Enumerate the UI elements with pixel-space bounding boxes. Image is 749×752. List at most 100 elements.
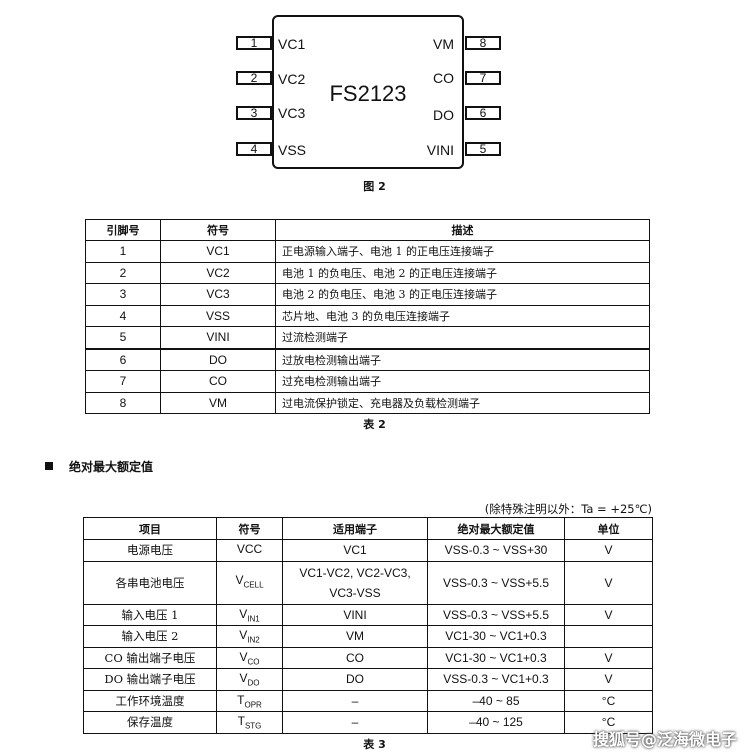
table-2-caption: 表 2	[363, 418, 386, 431]
item-name: 各串电池电压	[83, 560, 217, 605]
item-name: 电源电压	[83, 539, 217, 562]
header-terminal: 适用端子	[282, 517, 428, 540]
pin-3-symbol: VC3	[278, 105, 306, 121]
pin-symbol: VM	[160, 391, 276, 414]
header-item: 项目	[83, 517, 217, 540]
pin-symbol: DO	[160, 347, 276, 371]
pin-7-box: 7	[465, 71, 501, 85]
pin-symbol: VINI	[160, 326, 276, 349]
item-symbol: VIN2	[216, 625, 283, 648]
item-terminal: CO	[282, 646, 428, 669]
pin-2-symbol: VC2	[278, 71, 306, 87]
item-symbol: VCELL	[216, 560, 283, 605]
pin-symbol: VSS	[160, 304, 276, 327]
table-note: (除特殊注明以外：Ta = +25℃)	[484, 502, 652, 516]
table-row: DO 输出端子电压 VDO DO VSS-0.3 ~ VC1+0.3 V	[83, 668, 653, 691]
pin-7-symbol: CO	[433, 70, 454, 86]
item-unit: V	[564, 539, 653, 562]
item-terminal: –	[282, 711, 428, 734]
header-pin-number: 引脚号	[85, 219, 161, 241]
item-terminal: VC1-VC2, VC2-VC3, VC3-VSS	[282, 560, 428, 605]
table-row: CO 输出端子电压 VCO CO VC1-30 ~ VC1+0.3 V	[83, 646, 653, 669]
pin-number: 8	[85, 391, 161, 414]
pin-5-box: 5	[465, 142, 501, 156]
pin-number: 2	[85, 261, 161, 284]
pin-symbol: VC1	[160, 240, 276, 263]
table-row: 工作环境温度 TOPR – –40 ~ 85 °C	[83, 689, 653, 712]
pin-number: 1	[85, 240, 161, 263]
table-row: 电源电压 VCC VC1 VSS-0.3 ~ VSS+30 V	[83, 539, 653, 562]
pin-number: 7	[85, 370, 161, 393]
header-unit: 单位	[564, 517, 653, 540]
item-unit: °C	[564, 711, 653, 734]
table-row: 保存温度 TSTG – –40 ~ 125 °C	[83, 711, 653, 734]
header-description: 描述	[275, 219, 650, 241]
absolute-max-ratings-table: 项目 符号 适用端子 绝对最大额定值 单位 电源电压 VCC VC1 VSS-0…	[83, 517, 653, 734]
pin-symbol: VC2	[160, 261, 276, 284]
item-name: 输入电压 1	[83, 603, 217, 626]
item-name: 工作环境温度	[83, 689, 217, 712]
pin-8-symbol: VM	[433, 36, 454, 52]
item-unit: V	[564, 668, 653, 691]
pin-6-symbol: DO	[433, 107, 454, 123]
pin-description: 芯片地、电池 3 的负电压连接端子	[275, 304, 650, 327]
pin-number: 5	[85, 326, 161, 349]
pin-number: 6	[85, 347, 161, 371]
item-terminal: –	[282, 689, 428, 712]
item-name: 输入电压 2	[83, 625, 217, 648]
item-symbol: VCC	[216, 539, 283, 562]
header-symbol: 符号	[216, 517, 283, 540]
item-terminal: VM	[282, 625, 428, 648]
bullet-square-icon	[45, 462, 53, 470]
pin-5-symbol: VINI	[426, 142, 454, 158]
item-symbol: TOPR	[216, 689, 283, 712]
pin-symbol: CO	[160, 370, 276, 393]
item-name: DO 输出端子电压	[83, 668, 217, 691]
figure-caption: 图 2	[363, 180, 386, 193]
chip-name: FS2123	[329, 81, 407, 106]
item-rating: VC1-30 ~ VC1+0.3	[427, 625, 565, 648]
table-header-row: 引脚号 符号 描述	[85, 219, 650, 241]
pin-description: 过流检测端子	[275, 326, 650, 349]
pin-8-box: 8	[465, 36, 501, 50]
section-heading: 绝对最大额定值	[45, 458, 153, 475]
item-unit: V	[564, 646, 653, 669]
table-header-row: 项目 符号 适用端子 绝对最大额定值 单位	[83, 517, 653, 540]
pin-description: 电池 2 的负电压、电池 3 的正电压连接端子	[275, 283, 650, 306]
pin-4-box: 4	[236, 142, 272, 156]
pin-2-box: 2	[236, 71, 272, 85]
item-unit: V	[564, 603, 653, 626]
item-symbol: VIN1	[216, 603, 283, 626]
item-rating: –40 ~ 85	[427, 689, 565, 712]
table-row: 输入电压 2 VIN2 VM VC1-30 ~ VC1+0.3	[83, 625, 653, 648]
pin-3-box: 3	[236, 106, 272, 120]
item-rating: VC1-30 ~ VC1+0.3	[427, 646, 565, 669]
header-symbol: 符号	[160, 219, 276, 241]
pin-description: 正电源输入端子、电池 1 的正电压连接端子	[275, 240, 650, 263]
table-row: 各串电池电压 VCELL VC1-VC2, VC2-VC3, VC3-VSS V…	[83, 560, 653, 605]
item-symbol: VDO	[216, 668, 283, 691]
pin-6-box: 6	[465, 106, 501, 120]
item-symbol: VCO	[216, 646, 283, 669]
pin-number: 4	[85, 304, 161, 327]
item-unit: V	[564, 560, 653, 605]
item-unit: °C	[564, 689, 653, 712]
pin-number: 3	[85, 283, 161, 306]
pin-description: 过放电检测输出端子	[275, 347, 650, 371]
item-terminal: DO	[282, 668, 428, 691]
item-rating: VSS-0.3 ~ VSS+5.5	[427, 603, 565, 626]
table-row: 输入电压 1 VIN1 VINI VSS-0.3 ~ VSS+5.5 V	[83, 603, 653, 626]
item-rating: –40 ~ 125	[427, 711, 565, 734]
item-unit	[564, 625, 653, 648]
item-rating: VSS-0.3 ~ VC1+0.3	[427, 668, 565, 691]
item-terminal: VINI	[282, 603, 428, 626]
pin-1-box: 1	[236, 36, 272, 50]
pin-1-symbol: VC1	[278, 36, 306, 52]
